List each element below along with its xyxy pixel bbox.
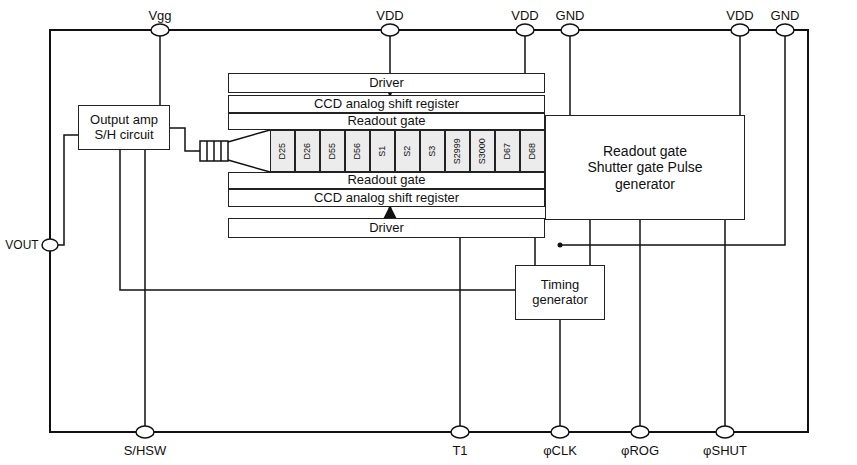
shift-register: CCD analog shift register	[228, 189, 545, 207]
readout-gate: Readout gate	[228, 113, 545, 130]
vdd-wire	[739, 36, 741, 115]
pin-label: φCLK	[542, 443, 578, 458]
vdd-wire	[389, 36, 391, 73]
vdd-wire	[524, 36, 526, 73]
output-register	[200, 141, 228, 161]
pixel-cell: S2	[395, 130, 420, 172]
pixel-cell: D25	[270, 130, 295, 172]
pin-label: φROG	[620, 443, 660, 458]
pixel-cell: D56	[345, 130, 370, 172]
pin-label: VDD	[375, 8, 404, 23]
pixel-cell: S3000	[470, 130, 495, 172]
box-text: Driver	[369, 76, 404, 91]
pulse-generator-box: Readout gate Shutter gate Pulse generato…	[545, 115, 745, 220]
gnd-wire	[569, 36, 571, 115]
pin-ovals	[42, 24, 794, 438]
box-text: Timing generator	[520, 278, 600, 308]
rog-wire	[639, 220, 641, 426]
pixel-cell: S1	[370, 130, 395, 172]
box-text: D67	[502, 143, 512, 160]
t1-wire	[459, 237, 461, 426]
shut-wire	[724, 220, 726, 426]
signal-wire	[389, 207, 392, 218]
signal-wire	[534, 238, 536, 265]
box-text: Readout gate Shutter gate Pulse generato…	[583, 143, 708, 191]
pin-label: VDD	[510, 8, 539, 23]
pixel-cell: S2999	[445, 130, 470, 172]
box-text: S3	[427, 145, 437, 156]
pixel-cell: D67	[495, 130, 520, 172]
vout-wire	[58, 135, 78, 245]
shsw-wire	[144, 150, 146, 426]
pin-label: T1	[451, 443, 468, 458]
pixel-cell: D26	[295, 130, 320, 172]
output-wire	[170, 128, 200, 151]
box-text: D55	[327, 143, 337, 160]
vgg-wire	[159, 36, 161, 105]
shift-register: CCD analog shift register	[228, 95, 545, 113]
package-outline	[50, 30, 808, 432]
pixel-cell: D55	[320, 130, 345, 172]
pixel-cell: D68	[520, 130, 545, 172]
box-text: S2999	[452, 138, 462, 164]
box-text: Readout gate	[347, 173, 425, 188]
pin-label: φSHUT	[702, 443, 748, 458]
timing-generator-box: Timing generator	[515, 265, 605, 320]
box-text: D56	[352, 143, 362, 160]
box-text: Readout gate	[347, 114, 425, 129]
clk-wire	[559, 320, 561, 426]
box-text: Output amp S/H circuit	[82, 113, 166, 143]
output-amp-box: Output amp S/H circuit	[78, 105, 170, 150]
driver-box: Driver	[228, 218, 545, 238]
box-text: S3000	[477, 138, 487, 164]
box-text: CCD analog shift register	[314, 191, 459, 206]
box-text: S1	[377, 145, 387, 156]
pin-label: VOUT	[4, 238, 39, 252]
pin-label: S/HSW	[123, 443, 168, 458]
box-text: D26	[302, 143, 312, 160]
box-text: S2	[402, 145, 412, 156]
driver-box: Driver	[228, 73, 545, 93]
pixel-cell: S3	[420, 130, 445, 172]
box-text: D25	[277, 143, 287, 160]
box-text: D68	[527, 143, 537, 160]
transfer-wedge	[228, 130, 270, 142]
box-text: Driver	[369, 221, 404, 236]
pin-label: Vgg	[147, 8, 172, 23]
pin-label: GND	[555, 8, 586, 23]
pin-label: GND	[770, 8, 801, 23]
pin-label: VDD	[725, 8, 754, 23]
readout-gate: Readout gate	[228, 172, 545, 189]
transfer-wedge	[228, 160, 270, 172]
box-text: CCD analog shift register	[314, 97, 459, 112]
signal-wire	[589, 220, 591, 265]
